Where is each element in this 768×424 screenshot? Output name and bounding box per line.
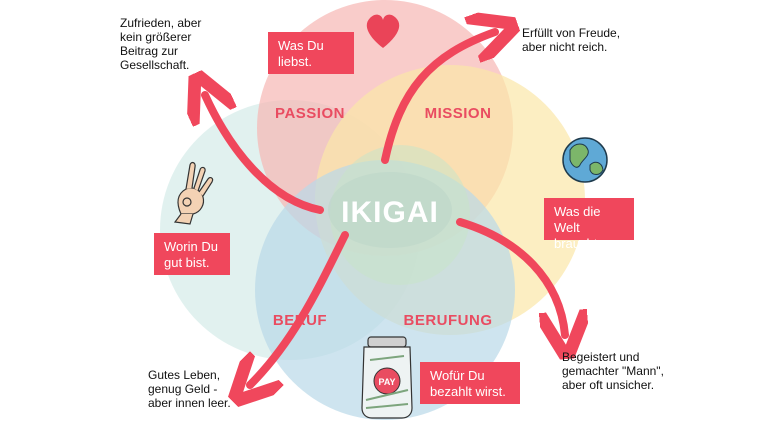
arrow-top-left (205, 95, 324, 214)
box-line: bezahlt wirst. (430, 384, 506, 399)
box-line: Was die Welt (554, 204, 601, 235)
box-wofuer-du-bezahlt-wirst: Wofür Du bezahlt wirst. (420, 362, 520, 404)
note-line: aber oft unsicher. (562, 378, 655, 392)
globe-icon (562, 137, 608, 183)
note-line: Gesellschaft. (120, 58, 190, 72)
box-line: liebst. (278, 54, 312, 69)
note-bottom-left: Gutes Leben, genug Geld - aber innen lee… (148, 368, 231, 410)
box-line: Worin Du (164, 239, 218, 254)
jar-label: PAY (378, 377, 395, 387)
note-line: Zufrieden, aber (120, 16, 202, 30)
note-line: Begeistert und (562, 350, 640, 364)
circle-label-passion: PASSION (275, 105, 345, 122)
note-top-left: Zufrieden, aber kein größerer Beitrag zu… (120, 16, 201, 72)
ok-hand-icon (173, 161, 214, 225)
note-line: Beitrag zur (120, 44, 179, 58)
box-line: Was Du (278, 38, 324, 53)
note-bottom-right: Begeistert und gemachter "Mann", aber of… (562, 350, 664, 392)
box-was-die-welt-braucht: Was die Welt braucht. (544, 198, 634, 251)
note-line: Gutes Leben, (148, 368, 221, 382)
box-line: Wofür Du (430, 368, 485, 383)
note-line: aber innen leer. (148, 396, 231, 410)
note-line: gemachter "Mann", (562, 364, 664, 378)
note-line: aber nicht reich. (522, 40, 608, 54)
note-line: Erfüllt von Freude, (522, 26, 621, 40)
center-highlight (328, 172, 452, 248)
box-was-du-liebst: Was Du liebst. (268, 32, 354, 74)
circle-label-berufung: BERUFUNG (404, 312, 493, 329)
circle-label-mission: MISSION (425, 105, 492, 122)
money-jar-icon: PAY (361, 336, 413, 419)
note-line: genug Geld - (148, 382, 218, 396)
note-line: kein größerer (120, 30, 192, 44)
box-line: gut bist. (164, 255, 210, 270)
note-top-right: Erfüllt von Freude, aber nicht reich. (522, 26, 620, 54)
box-worin-du-gut-bist: Worin Du gut bist. (154, 233, 230, 275)
heart-icon (366, 14, 400, 49)
box-line: braucht. (554, 236, 601, 251)
arrow-bottom-left (250, 231, 349, 385)
arrow-bottom-right (456, 218, 565, 335)
center-label: IKIGAI (341, 196, 439, 229)
arrow-top-right (381, 32, 495, 164)
